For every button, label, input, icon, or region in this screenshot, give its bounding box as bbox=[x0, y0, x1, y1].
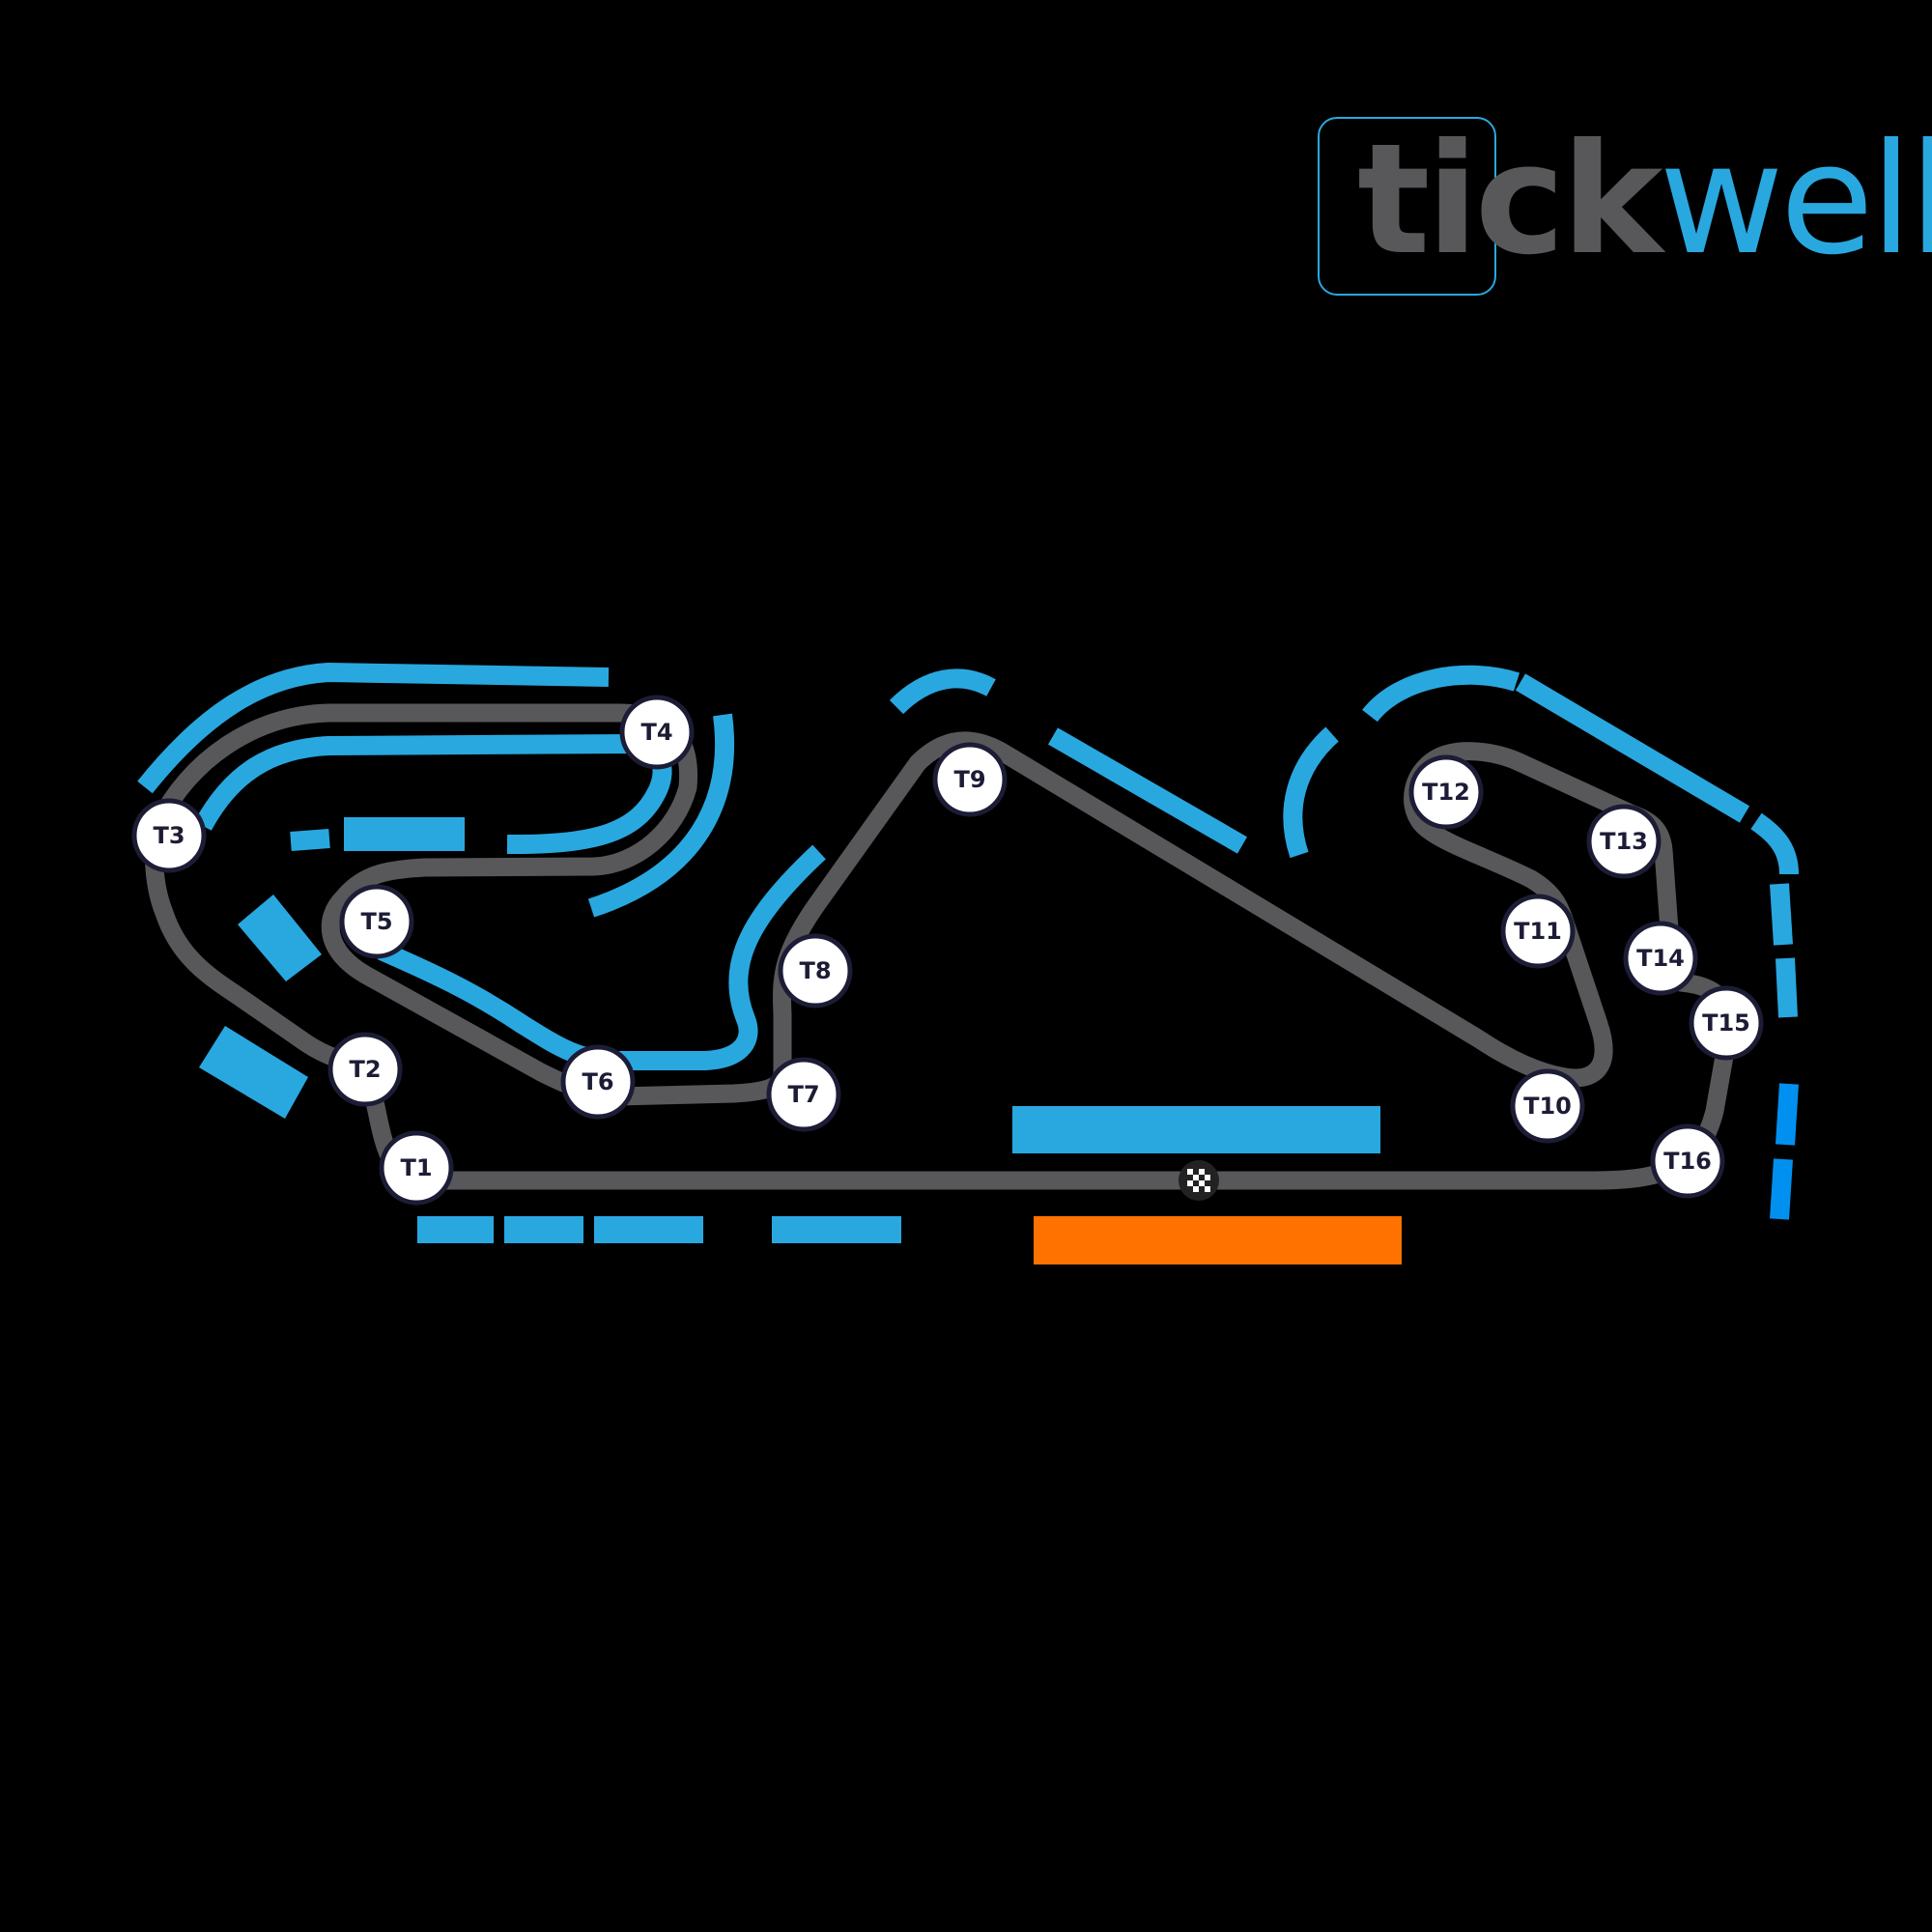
grandstand-t14-curve[interactable] bbox=[1750, 812, 1799, 875]
turn-label: T1 bbox=[400, 1154, 432, 1181]
turn-circle bbox=[339, 884, 414, 959]
grandstand-t9-arc[interactable] bbox=[889, 668, 996, 715]
turn-circle bbox=[560, 1044, 636, 1120]
turn-circle bbox=[131, 798, 207, 873]
turn-label: T5 bbox=[360, 908, 392, 935]
grandstand-infield[interactable] bbox=[344, 817, 465, 851]
grandstand-infield-small[interactable] bbox=[290, 829, 330, 851]
grandstand-t3-outer[interactable] bbox=[137, 662, 610, 794]
logo-part-well: well bbox=[1659, 111, 1932, 289]
turn-marker-t7[interactable]: T7 bbox=[766, 1057, 841, 1132]
logo-part-tick: tick bbox=[1357, 111, 1662, 289]
turn-label: T8 bbox=[799, 957, 831, 984]
turn-marker-t1[interactable]: T1 bbox=[379, 1130, 454, 1206]
logo-frame bbox=[1318, 117, 1496, 296]
turn-circle bbox=[1623, 921, 1698, 996]
grandstand-main-south-4[interactable] bbox=[772, 1216, 901, 1243]
turn-circle bbox=[619, 695, 695, 770]
grandstand-t15[interactable] bbox=[1776, 957, 1798, 1018]
grandstand-main-highlight[interactable] bbox=[1034, 1216, 1402, 1264]
turn-marker-t14[interactable]: T14 bbox=[1623, 921, 1698, 996]
turn-marker-t9[interactable]: T9 bbox=[932, 742, 1008, 817]
turn-circle bbox=[1650, 1123, 1725, 1199]
turn-label: T6 bbox=[582, 1068, 613, 1095]
grandstand-main-south-2[interactable] bbox=[504, 1216, 583, 1243]
grandstand-t16-b[interactable] bbox=[1770, 1158, 1793, 1220]
turn-circle bbox=[778, 933, 853, 1009]
turn-marker-t11[interactable]: T11 bbox=[1500, 894, 1576, 969]
turn-marker-t2[interactable]: T2 bbox=[327, 1032, 403, 1107]
grandstand-t9-straight[interactable] bbox=[1048, 727, 1247, 854]
turn-label: T4 bbox=[640, 719, 672, 746]
turn-circle bbox=[1510, 1068, 1585, 1144]
checkered-flag-icon bbox=[1179, 1160, 1219, 1201]
grandstand-t16-a[interactable] bbox=[1776, 1083, 1799, 1146]
turn-circle bbox=[1689, 985, 1764, 1061]
turn-label: T3 bbox=[153, 822, 185, 849]
grandstand-t13-straight[interactable] bbox=[1515, 673, 1750, 823]
turn-circle bbox=[1586, 804, 1662, 879]
turn-circle bbox=[1408, 754, 1484, 830]
grandstand-t12-arc[interactable] bbox=[1362, 665, 1520, 723]
grandstand-t4-outer[interactable] bbox=[587, 713, 735, 918]
turn-marker-t15[interactable]: T15 bbox=[1689, 985, 1764, 1061]
turn-marker-t12[interactable]: T12 bbox=[1408, 754, 1484, 830]
grandstand-t2[interactable] bbox=[199, 1026, 308, 1119]
turn-label: T13 bbox=[1600, 828, 1648, 855]
turn-circle bbox=[766, 1057, 841, 1132]
turn-circle bbox=[379, 1130, 454, 1206]
tickwell-logo: tickwell bbox=[1357, 124, 1932, 276]
turn-label: T2 bbox=[349, 1056, 381, 1083]
grandstand-t12-outer[interactable] bbox=[1283, 726, 1339, 859]
turn-label: T9 bbox=[953, 766, 985, 793]
turn-circle bbox=[1500, 894, 1576, 969]
turn-marker-t13[interactable]: T13 bbox=[1586, 804, 1662, 879]
turn-label: T15 bbox=[1702, 1009, 1750, 1037]
grandstand-t14[interactable] bbox=[1770, 883, 1793, 946]
turn-marker-t16[interactable]: T16 bbox=[1650, 1123, 1725, 1199]
turn-marker-t10[interactable]: T10 bbox=[1510, 1068, 1585, 1144]
turn-marker-t6[interactable]: T6 bbox=[560, 1044, 636, 1120]
turn-marker-t4[interactable]: T4 bbox=[619, 695, 695, 770]
grandstands bbox=[137, 662, 1799, 1264]
grandstand-t5-t6[interactable] bbox=[377, 844, 826, 1070]
turn-label: T7 bbox=[787, 1081, 819, 1108]
turn-label: T16 bbox=[1663, 1148, 1712, 1175]
grandstand-main-south-3[interactable] bbox=[594, 1216, 703, 1243]
turn-label: T10 bbox=[1523, 1093, 1572, 1120]
turn-marker-t8[interactable]: T8 bbox=[778, 933, 853, 1009]
turn-label: T11 bbox=[1514, 918, 1562, 945]
turn-label: T12 bbox=[1422, 779, 1470, 806]
turn-label: T14 bbox=[1636, 945, 1685, 972]
turn-marker-t5[interactable]: T5 bbox=[339, 884, 414, 959]
grandstand-main-north[interactable] bbox=[1012, 1106, 1380, 1153]
turn-circle bbox=[932, 742, 1008, 817]
grandstand-t3-exit[interactable] bbox=[238, 895, 322, 981]
turn-circle bbox=[327, 1032, 403, 1107]
turn-marker-t3[interactable]: T3 bbox=[131, 798, 207, 873]
grandstand-main-south-1[interactable] bbox=[417, 1216, 494, 1243]
